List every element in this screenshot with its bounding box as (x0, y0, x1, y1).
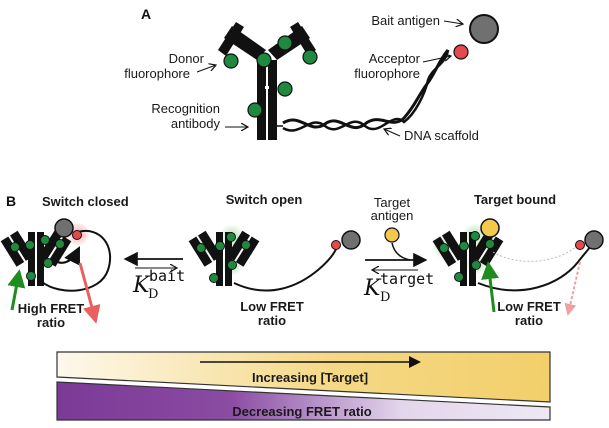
energy-transfer-arrow (53, 246, 80, 266)
state-title-switch-closed: Switch closed (42, 194, 129, 209)
kd-bait-label: K D bait (132, 267, 185, 302)
bound-target-antigen (480, 218, 500, 238)
decreasing-fret-label: Decreasing FRET ratio (232, 404, 371, 419)
bait-antigen (341, 230, 361, 250)
state-title-target-bound: Target bound (474, 192, 556, 207)
donor-fluorophore (302, 49, 318, 65)
acceptor-fluorophore (575, 240, 585, 250)
acceptor-fluorophore (331, 240, 341, 250)
excitation-arrow-green (481, 261, 500, 313)
recognition-label-line2: antibody (171, 116, 221, 131)
panel-b-letter: B (6, 193, 16, 209)
increasing-target-bar (56, 351, 551, 403)
bait-antigen (54, 218, 74, 238)
bait-antigen (469, 14, 499, 44)
recognition-label-line1: Recognition (151, 101, 220, 116)
fret-label-low-open-line2: ratio (258, 313, 286, 328)
target-antigen-label-line1: Target (374, 195, 411, 210)
donor-fluorophores (10, 235, 65, 281)
svg-text:D: D (148, 287, 158, 302)
emission-arrow-faint-red (564, 261, 581, 316)
donor-fluorophores (439, 231, 495, 282)
recognition-antibody-large (218, 22, 316, 140)
increasing-target-label: Increasing [Target] (252, 370, 368, 385)
fret-label-high-line1: High FRET (18, 301, 84, 316)
dna-linker-loop (41, 229, 111, 292)
donor-fluorophore (277, 81, 293, 97)
decreasing-fret-bar (56, 381, 551, 421)
previous-linker-ghost (492, 244, 579, 262)
svg-text:target: target (380, 270, 434, 288)
bait-label: Bait antigen (371, 13, 440, 28)
state-title-switch-open: Switch open (226, 192, 303, 207)
bait-pointer-arrow (443, 21, 463, 24)
fret-label-low-open-line1: Low FRET (240, 299, 304, 314)
dna-scaffold (277, 49, 450, 132)
svg-text:K: K (132, 273, 151, 298)
acceptor-label-line2: fluorophore (354, 66, 420, 81)
acceptor-fluorophore (453, 44, 469, 60)
dna-label: DNA scaffold (404, 128, 479, 143)
donor-fluorophore (223, 53, 239, 69)
target-binding-path (391, 242, 411, 261)
donor-fluorophores (196, 232, 251, 283)
dna-linker-bound (477, 246, 591, 292)
target-antigen-label-line2: antigen (371, 208, 414, 223)
donor-fluorophore (256, 52, 272, 68)
dna-pointer-arrow (384, 129, 401, 137)
svg-text:D: D (380, 290, 390, 305)
dna-linker-open (233, 246, 338, 292)
bait-antigen (584, 230, 604, 250)
acceptor-label-line1: Acceptor (369, 51, 421, 66)
acceptor-fluorophore (72, 230, 82, 240)
target-antigen (384, 227, 400, 243)
svg-text:K: K (363, 276, 382, 301)
emission-arrow-red (78, 262, 101, 324)
donor-label-line1: Donor (169, 51, 205, 66)
excitation-arrow-green (7, 269, 26, 311)
donor-fluorophore (247, 102, 263, 118)
kd-target-label: K D target (363, 270, 434, 305)
donor-pointer-arrow (196, 65, 216, 73)
donor-label-line2: fluorophore (124, 66, 190, 81)
fret-label-low-bound-line2: ratio (515, 313, 543, 328)
svg-text:bait: bait (149, 267, 185, 285)
donor-fluorophores-large (223, 35, 318, 118)
acceptor-pointer-arrow (422, 56, 451, 63)
panel-a-letter: A (141, 6, 151, 22)
donor-fluorophore (277, 35, 293, 51)
fret-label-low-bound-line1: Low FRET (497, 299, 561, 314)
antibody-switch-closed (0, 230, 72, 286)
fret-label-high-line2: ratio (37, 315, 65, 330)
